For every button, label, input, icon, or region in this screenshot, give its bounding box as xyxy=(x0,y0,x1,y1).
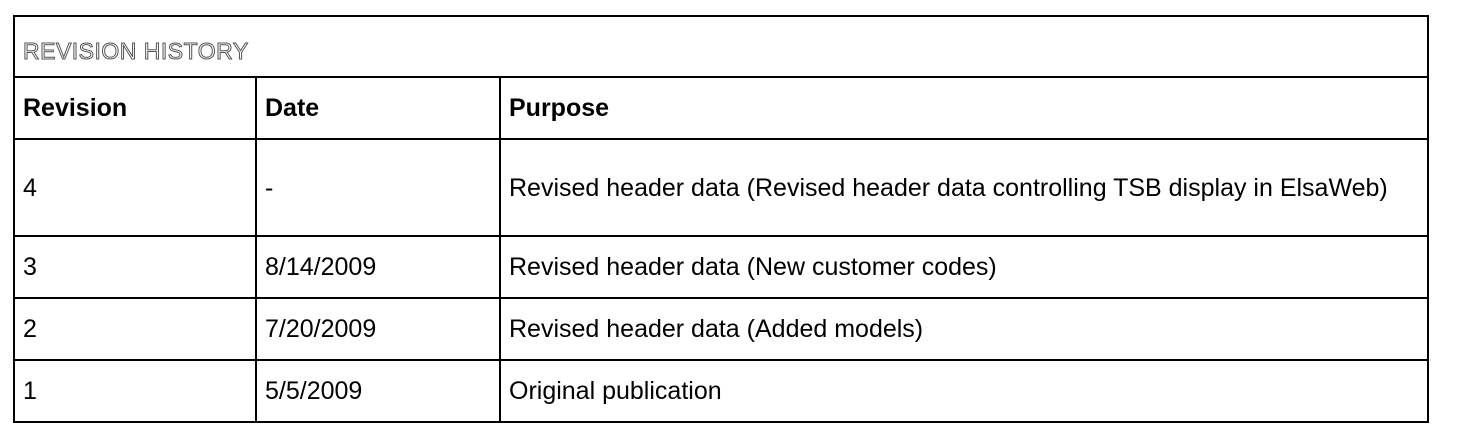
table-title: REVISION HISTORY xyxy=(23,37,249,64)
revision-cell: 2 xyxy=(13,297,257,361)
date-cell: 5/5/2009 xyxy=(255,359,501,423)
table-row: 1 5/5/2009 Original publication xyxy=(13,359,1429,423)
purpose-cell: Revised header data (New customer codes) xyxy=(499,235,1429,299)
revision-cell: 1 xyxy=(13,359,257,423)
purpose-cell: Revised header data (Added models) xyxy=(499,297,1429,361)
purpose-cell: Revised header data (Revised header data… xyxy=(499,138,1429,237)
revision-history-table: REVISION HISTORY Revision Date Purpose 4… xyxy=(13,15,1429,423)
date-cell: - xyxy=(255,138,501,237)
table-row: 2 7/20/2009 Revised header data (Added m… xyxy=(13,297,1429,361)
column-header-date: Date xyxy=(255,76,501,140)
revision-cell: 4 xyxy=(13,138,257,237)
column-header-revision: Revision xyxy=(13,76,257,140)
column-header-purpose: Purpose xyxy=(499,76,1429,140)
table-title-row: REVISION HISTORY xyxy=(13,15,1429,78)
table-title-cell: REVISION HISTORY xyxy=(13,15,1429,78)
table-header-row: Revision Date Purpose xyxy=(13,76,1429,140)
table-row: 4 - Revised header data (Revised header … xyxy=(13,138,1429,237)
purpose-cell: Original publication xyxy=(499,359,1429,423)
date-cell: 8/14/2009 xyxy=(255,235,501,299)
table-row: 3 8/14/2009 Revised header data (New cus… xyxy=(13,235,1429,299)
revision-cell: 3 xyxy=(13,235,257,299)
date-cell: 7/20/2009 xyxy=(255,297,501,361)
